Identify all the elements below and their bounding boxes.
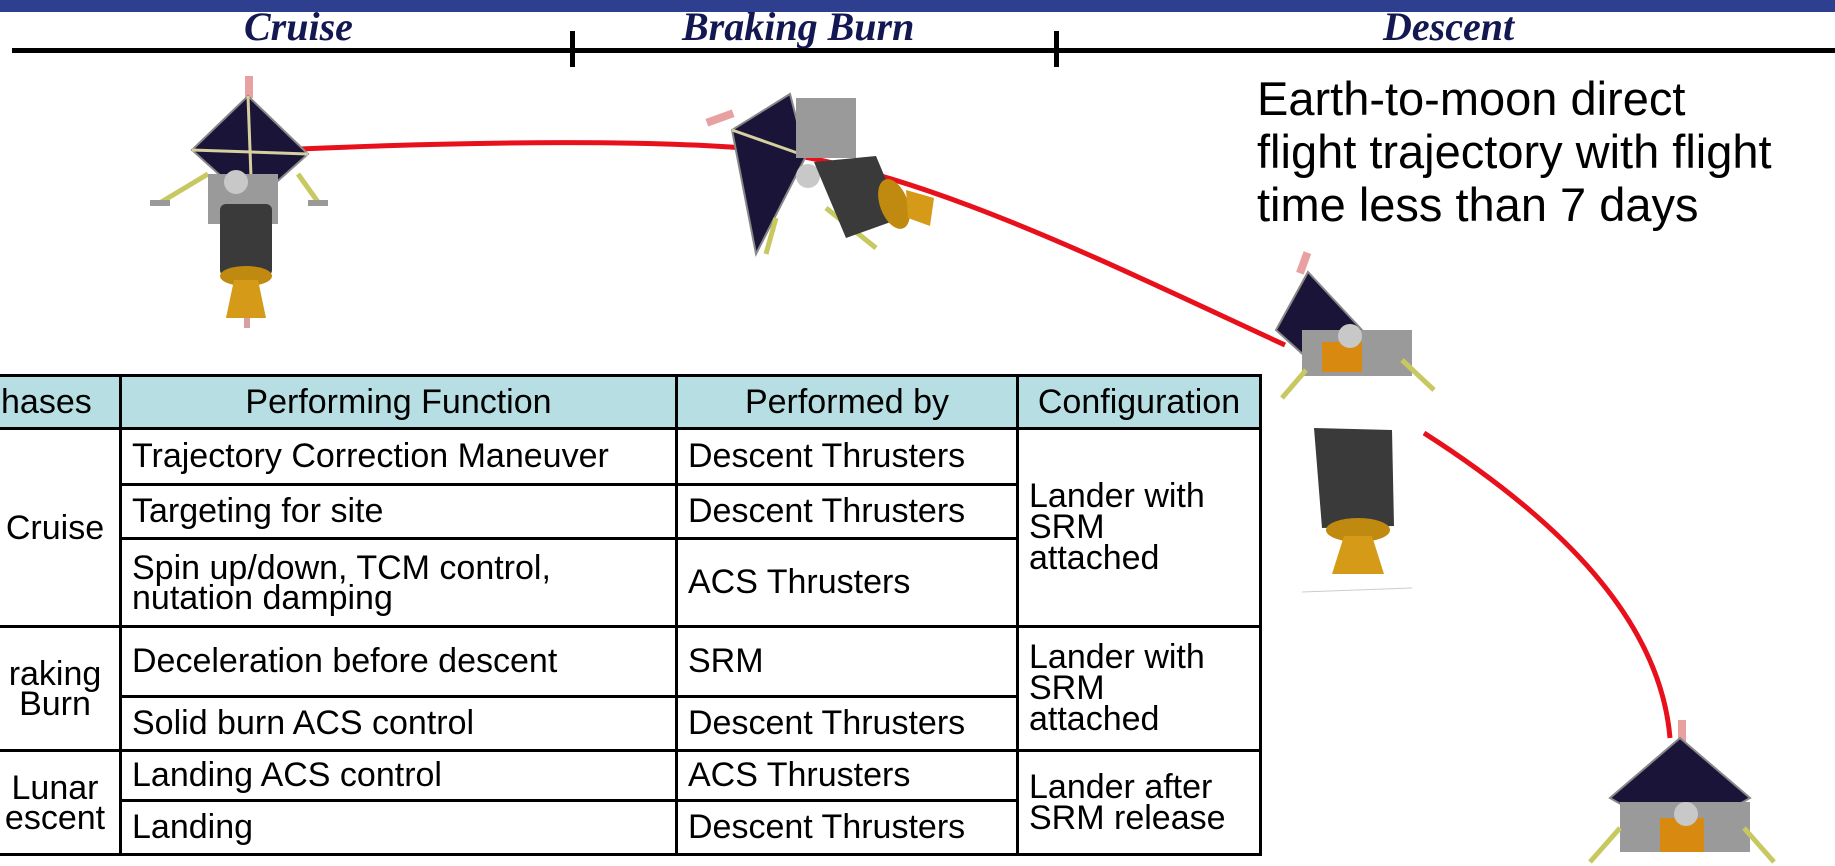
table-row: Spin up/down, TCM control, nutation damp… bbox=[0, 537, 1261, 628]
performed-by-cell: Descent Thrusters bbox=[675, 799, 1019, 856]
config-line: SRM release bbox=[1029, 798, 1226, 837]
config-line: SRM bbox=[1029, 669, 1105, 707]
table-row: Lunar escent Landing ACS control ACS Thr… bbox=[0, 749, 1262, 856]
function-line: Spin up/down, TCM control, bbox=[132, 548, 551, 587]
function-cell: Landing ACS control bbox=[119, 749, 678, 802]
function-cell: Spin up/down, TCM control, nutation damp… bbox=[119, 537, 678, 628]
phase-line: escent bbox=[4, 798, 106, 837]
phase-label-descent: Descent bbox=[1383, 4, 1515, 49]
config-line: attached bbox=[1029, 539, 1160, 577]
function-line: nutation damping bbox=[132, 578, 393, 617]
phase-label-braking-burn: Braking Burn bbox=[682, 4, 915, 49]
function-cell: Trajectory Correction Maneuver bbox=[119, 427, 678, 486]
caption-line-1: Earth-to-moon direct bbox=[1257, 72, 1686, 125]
configuration-cell: Lander after SRM release bbox=[1016, 749, 1262, 856]
phase-cell-lunar-descent: Lunar escent bbox=[0, 749, 122, 856]
table-row: Solid burn ACS control Descent Thrusters bbox=[0, 695, 1261, 752]
configuration-cell: Lander with SRM attached bbox=[1016, 625, 1262, 752]
performed-by-cell: Descent Thrusters bbox=[675, 483, 1019, 540]
phase-line: raking bbox=[8, 654, 102, 693]
header-configuration: Configuration bbox=[1016, 374, 1262, 430]
phase-label-cruise: Cruise bbox=[244, 4, 353, 49]
caption-line-3: time less than 7 days bbox=[1257, 178, 1699, 231]
phase-text: Cruise bbox=[5, 508, 105, 547]
performed-by-cell: SRM bbox=[675, 625, 1019, 698]
phase-timeline bbox=[12, 48, 1835, 53]
timeline-tick-1 bbox=[570, 31, 575, 67]
phase-cell-braking: raking Burn bbox=[0, 625, 122, 752]
phase-cell-cruise: Cruise bbox=[0, 427, 122, 628]
configuration-cell: Lander with SRM attached bbox=[1016, 427, 1262, 628]
config-line: Lander with bbox=[1029, 638, 1205, 676]
lander-cruise-illustration bbox=[150, 76, 328, 328]
table-row: Targeting for site Descent Thrusters bbox=[0, 483, 1261, 540]
config-line: Lander with bbox=[1029, 477, 1205, 515]
table-row: raking Burn Deceleration before descent … bbox=[0, 625, 1262, 752]
lander-landed-illustration bbox=[1588, 720, 1776, 864]
header-phases: hases bbox=[0, 374, 122, 430]
function-cell: Solid burn ACS control bbox=[119, 695, 678, 752]
performed-by-cell: ACS Thrusters bbox=[675, 749, 1019, 802]
trajectory-path-lower bbox=[1422, 430, 1673, 739]
trajectory-caption: Earth-to-moon direct flight trajectory w… bbox=[1257, 72, 1772, 231]
header-performed-by: Performed by bbox=[675, 374, 1019, 430]
config-line: attached bbox=[1029, 700, 1160, 738]
performed-by-cell: Descent Thrusters bbox=[675, 427, 1019, 486]
table-header-row: hases Performing Function Performed by C… bbox=[0, 374, 1262, 430]
function-cell: Landing bbox=[119, 799, 678, 856]
function-cell: Targeting for site bbox=[119, 483, 678, 540]
config-line: Lander after bbox=[1029, 767, 1213, 806]
lander-braking-illustration bbox=[705, 92, 934, 258]
phase-function-table: hases Performing Function Performed by C… bbox=[0, 374, 1262, 856]
performed-by-cell: ACS Thrusters bbox=[675, 537, 1019, 628]
function-cell: Deceleration before descent bbox=[119, 625, 678, 698]
top-band bbox=[0, 0, 1835, 12]
config-line: SRM bbox=[1029, 508, 1105, 546]
caption-line-2: flight trajectory with flight bbox=[1257, 125, 1772, 178]
phase-line: Burn bbox=[19, 684, 91, 723]
srm-released-illustration bbox=[1301, 428, 1413, 593]
header-performing-function: Performing Function bbox=[119, 374, 678, 430]
lander-descent-illustration bbox=[1274, 251, 1436, 400]
phase-line: Lunar bbox=[11, 768, 99, 807]
performed-by-cell: Descent Thrusters bbox=[675, 695, 1019, 752]
table-row: Landing Descent Thrusters bbox=[0, 799, 1261, 856]
table-row: Cruise Trajectory Correction Maneuver De… bbox=[0, 427, 1262, 628]
timeline-tick-2 bbox=[1054, 31, 1059, 67]
